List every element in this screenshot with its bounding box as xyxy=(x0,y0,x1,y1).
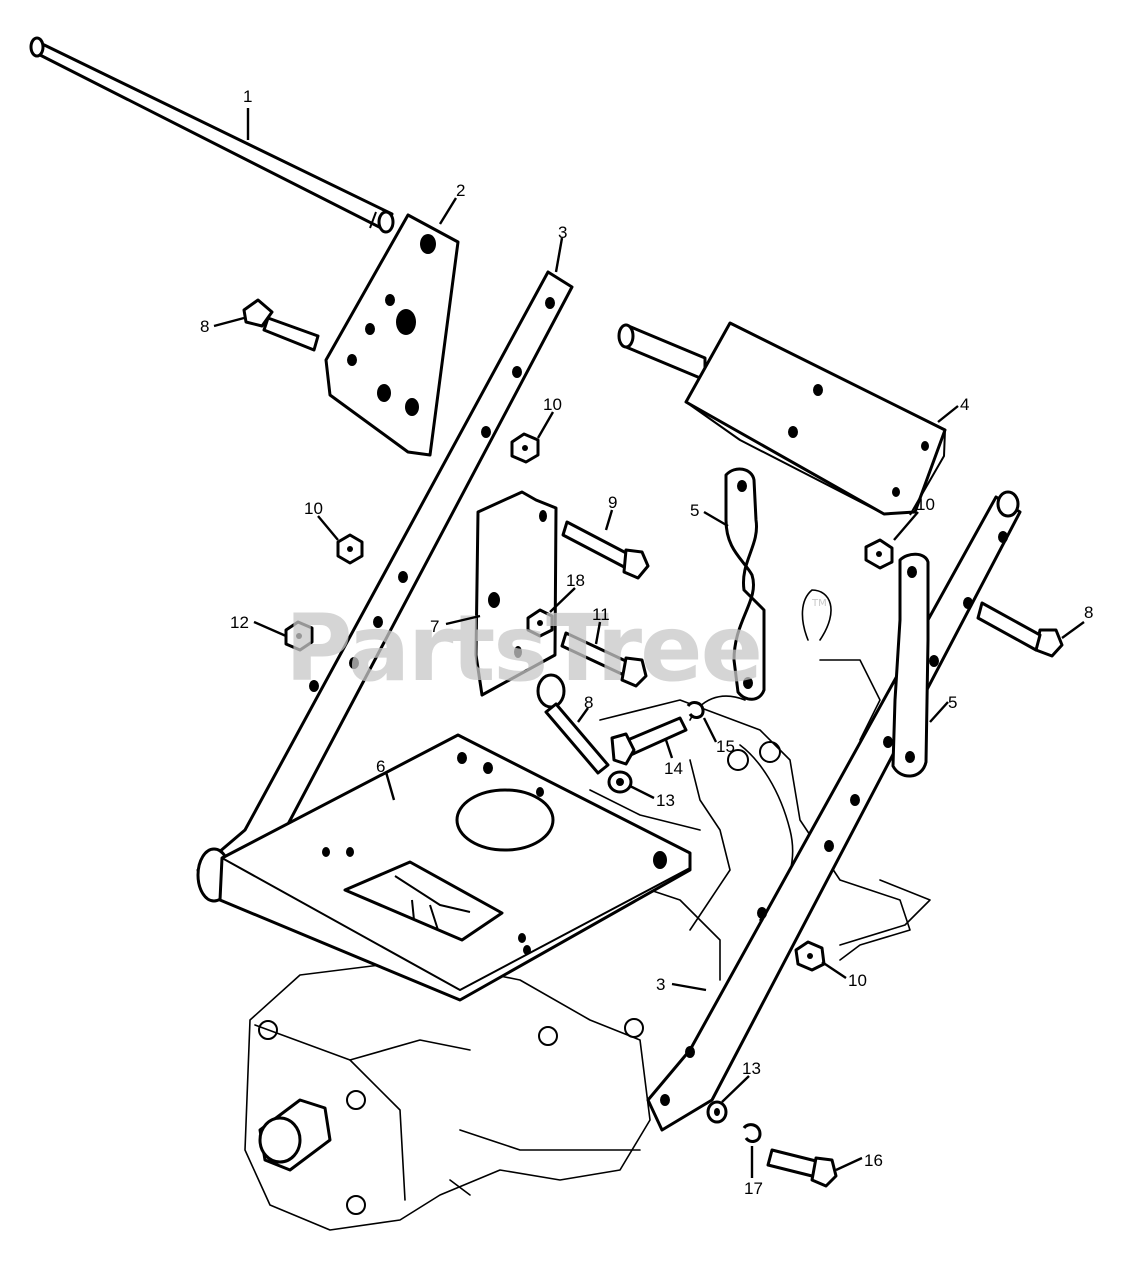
callout-8-top: 8 xyxy=(200,317,209,336)
part-10-nut-left xyxy=(336,533,364,565)
part-13-washer-bottom xyxy=(706,1100,728,1124)
part-8-eyebolt xyxy=(536,673,610,775)
part-7-plate xyxy=(474,490,558,697)
callout-1: 1 xyxy=(243,87,252,106)
callout-16: 16 xyxy=(864,1151,883,1170)
part-2-plate xyxy=(324,213,460,457)
watermark: PartsTree TM xyxy=(285,595,827,702)
callouts: 1 2 3 4 5 5 6 7 8 8 8 9 10 10 10 10 11 1… xyxy=(200,87,1093,1198)
callout-6: 6 xyxy=(376,757,385,776)
callout-10-bottom: 10 xyxy=(848,971,867,990)
part-11-bolt xyxy=(560,631,648,688)
callout-3-top: 3 xyxy=(558,223,567,242)
callout-13-top: 13 xyxy=(656,791,675,810)
callout-5-right: 5 xyxy=(948,693,957,712)
transmission-housing xyxy=(244,589,931,1231)
callout-12: 12 xyxy=(230,613,249,632)
part-4-bracket xyxy=(617,321,947,516)
callout-13-bottom: 13 xyxy=(742,1059,761,1078)
callout-11: 11 xyxy=(592,605,610,624)
part-10-nut-right xyxy=(864,538,894,570)
part-16-bolt xyxy=(766,1148,838,1188)
callout-8-right: 8 xyxy=(1084,603,1093,622)
callout-10-top: 10 xyxy=(543,395,562,414)
part-10-nut-bottom xyxy=(794,940,826,972)
callout-14: 14 xyxy=(664,759,683,778)
part-10-nut-top xyxy=(510,432,540,464)
part-5-strap-left xyxy=(724,467,766,701)
watermark-text: PartsTree xyxy=(285,595,761,702)
part-14-bolt xyxy=(610,716,688,766)
part-15-lockwasher xyxy=(686,701,705,719)
callout-18: 18 xyxy=(566,571,585,590)
part-3-rail-right xyxy=(646,490,1022,1132)
callout-10-left: 10 xyxy=(304,499,323,518)
part-8-bolt-right xyxy=(976,601,1064,658)
part-6-mounting-plate xyxy=(218,733,692,1002)
callout-4: 4 xyxy=(960,395,969,414)
callout-17: 17 xyxy=(744,1179,763,1198)
callout-10-right: 10 xyxy=(916,495,935,514)
callout-9: 9 xyxy=(608,493,617,512)
callout-7: 7 xyxy=(430,617,439,636)
part-1-shaft xyxy=(29,36,395,234)
watermark-trademark: TM xyxy=(811,598,827,609)
part-9-bolt xyxy=(561,520,650,580)
callout-15: 15 xyxy=(716,737,735,756)
part-5-strap-right xyxy=(891,552,930,778)
part-13-washer-top xyxy=(607,770,633,794)
callout-5-left: 5 xyxy=(690,501,699,520)
callout-3-bottom: 3 xyxy=(656,975,665,994)
callout-2: 2 xyxy=(456,181,465,200)
leader-lines xyxy=(213,108,1085,1178)
part-17-lockwasher xyxy=(742,1123,762,1143)
part-12-nut xyxy=(284,620,314,652)
callout-8-eyebolt: 8 xyxy=(584,693,593,712)
part-18-nut xyxy=(526,608,554,638)
part-8-bolt-top xyxy=(242,298,320,352)
